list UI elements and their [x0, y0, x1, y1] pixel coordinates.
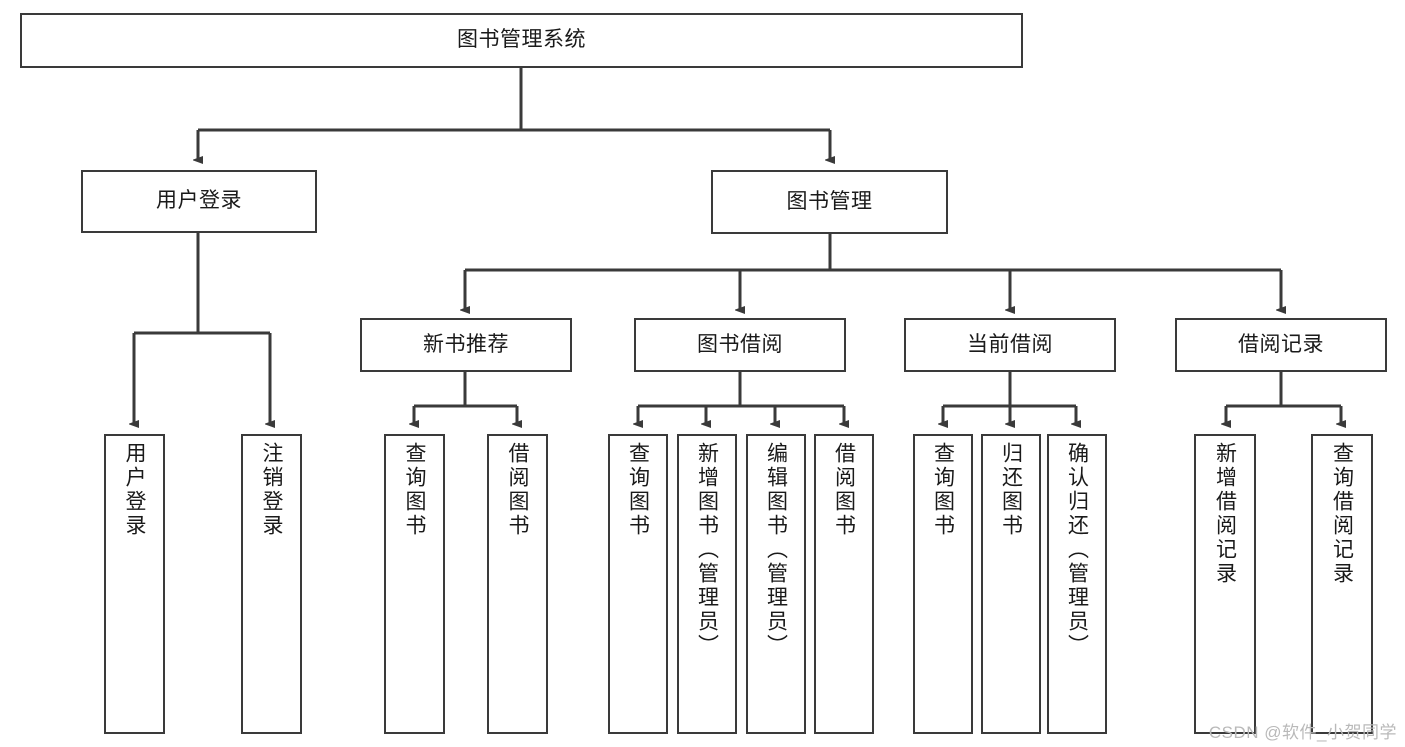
leaf-query-book-current[interactable]: 查询图书: [913, 434, 973, 734]
leaf-return-book[interactable]: 归还图书: [981, 434, 1041, 734]
leaf-query-book-recommend[interactable]: 查询图书: [384, 434, 445, 734]
node-label: 归还图书: [999, 442, 1023, 538]
leaf-borrow-book[interactable]: 借阅图书: [814, 434, 874, 734]
node-current-borrow[interactable]: 当前借阅: [904, 318, 1116, 372]
node-label: 当前借阅: [967, 332, 1053, 356]
watermark-text: CSDN @软件_小贺同学: [1208, 723, 1397, 742]
node-label: 新增图书（管理员）: [695, 442, 719, 658]
node-label: 注销登录: [260, 442, 283, 538]
node-label: 查询借阅记录: [1330, 442, 1354, 586]
node-label: 图书管理: [786, 189, 873, 213]
node-label: 借阅记录: [1238, 332, 1324, 356]
leaf-user-login[interactable]: 用户登录: [104, 434, 165, 734]
node-label: 新增借阅记录: [1213, 442, 1237, 586]
node-label: 用户登录: [156, 189, 242, 213]
leaf-confirm-return[interactable]: 确认归还（管理员）: [1047, 434, 1107, 734]
node-label: 图书管理系统: [457, 28, 586, 52]
leaf-query-book-borrow[interactable]: 查询图书: [608, 434, 668, 734]
leaf-add-book[interactable]: 新增图书（管理员）: [677, 434, 737, 734]
leaf-logout-login[interactable]: 注销登录: [241, 434, 302, 734]
node-label: 确认归还（管理员）: [1065, 442, 1089, 658]
node-label: 借阅图书: [506, 442, 529, 538]
node-new-book-recommend[interactable]: 新书推荐: [360, 318, 572, 372]
node-book-management[interactable]: 图书管理: [711, 170, 948, 234]
node-label: 查询图书: [931, 442, 955, 538]
leaf-query-borrow-record[interactable]: 查询借阅记录: [1311, 434, 1373, 734]
node-label: 编辑图书（管理员）: [764, 442, 788, 658]
node-label: 图书借阅: [697, 332, 783, 356]
node-label: 查询图书: [626, 442, 650, 538]
leaf-add-borrow-record[interactable]: 新增借阅记录: [1194, 434, 1256, 734]
node-root-system[interactable]: 图书管理系统: [20, 13, 1023, 68]
node-label: 借阅图书: [832, 442, 856, 538]
leaf-edit-book[interactable]: 编辑图书（管理员）: [746, 434, 806, 734]
node-label: 查询图书: [403, 442, 426, 538]
node-label: 用户登录: [123, 442, 146, 538]
leaf-borrow-book-recommend[interactable]: 借阅图书: [487, 434, 548, 734]
node-borrow-record[interactable]: 借阅记录: [1175, 318, 1387, 372]
node-user-login[interactable]: 用户登录: [81, 170, 317, 233]
node-label: 新书推荐: [423, 332, 509, 356]
node-book-borrow[interactable]: 图书借阅: [634, 318, 846, 372]
